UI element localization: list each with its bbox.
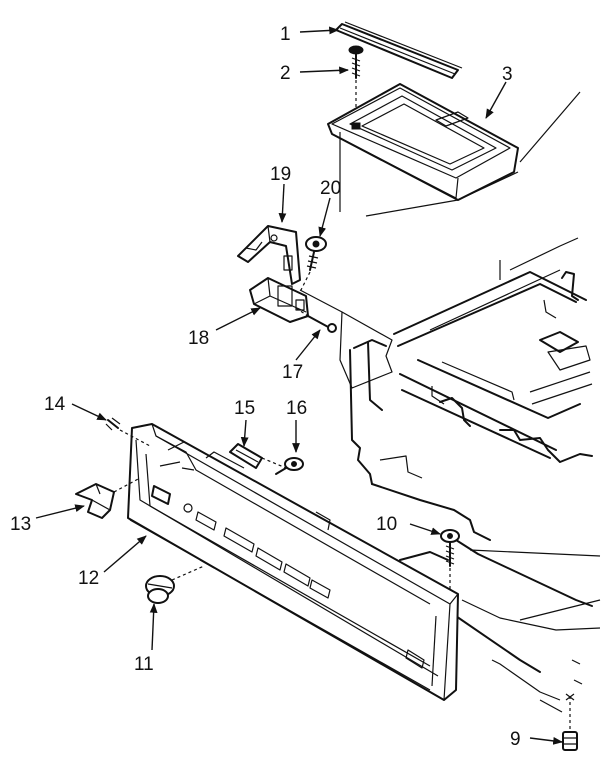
leader-lines: [35, 26, 563, 745]
callout-14: 14: [44, 394, 66, 415]
part-12-control-panel: [127, 423, 459, 701]
part-20-screw: [299, 236, 327, 293]
callout-2: 2: [280, 63, 291, 84]
base-frame: [399, 539, 601, 713]
callout-17: 17: [282, 362, 303, 383]
part-14-clip: [105, 417, 151, 447]
callout-18: 18: [188, 328, 209, 349]
callout-12: 12: [78, 568, 99, 589]
main-frame: [349, 237, 593, 541]
part-10-screw: [440, 529, 460, 592]
callout-20: 20: [320, 178, 341, 199]
callout-11: 11: [134, 654, 154, 675]
part-18-switch-bracket: [249, 277, 309, 323]
part-11-knob: [145, 565, 205, 604]
callout-labels: 1 2 3 9 10 11 12 13 14 15 16 17 18 19 20: [10, 24, 521, 750]
part-9-screw: [562, 693, 578, 751]
part-16-screw: [275, 457, 304, 475]
callout-13: 13: [10, 514, 31, 535]
callout-16: 16: [286, 398, 307, 419]
part-13-latch: [75, 477, 141, 519]
callout-3: 3: [502, 64, 513, 85]
callout-1: 1: [280, 24, 291, 45]
callout-15: 15: [234, 398, 255, 419]
part-15-shaft: [229, 443, 287, 469]
callout-19: 19: [270, 164, 291, 185]
part-19-bracket: [237, 225, 301, 285]
part-17-pin: [295, 307, 337, 333]
callout-9: 9: [510, 729, 521, 750]
part-3-cover-tray: [327, 83, 581, 217]
callout-10: 10: [376, 514, 397, 535]
mounting-plate: [299, 289, 393, 389]
